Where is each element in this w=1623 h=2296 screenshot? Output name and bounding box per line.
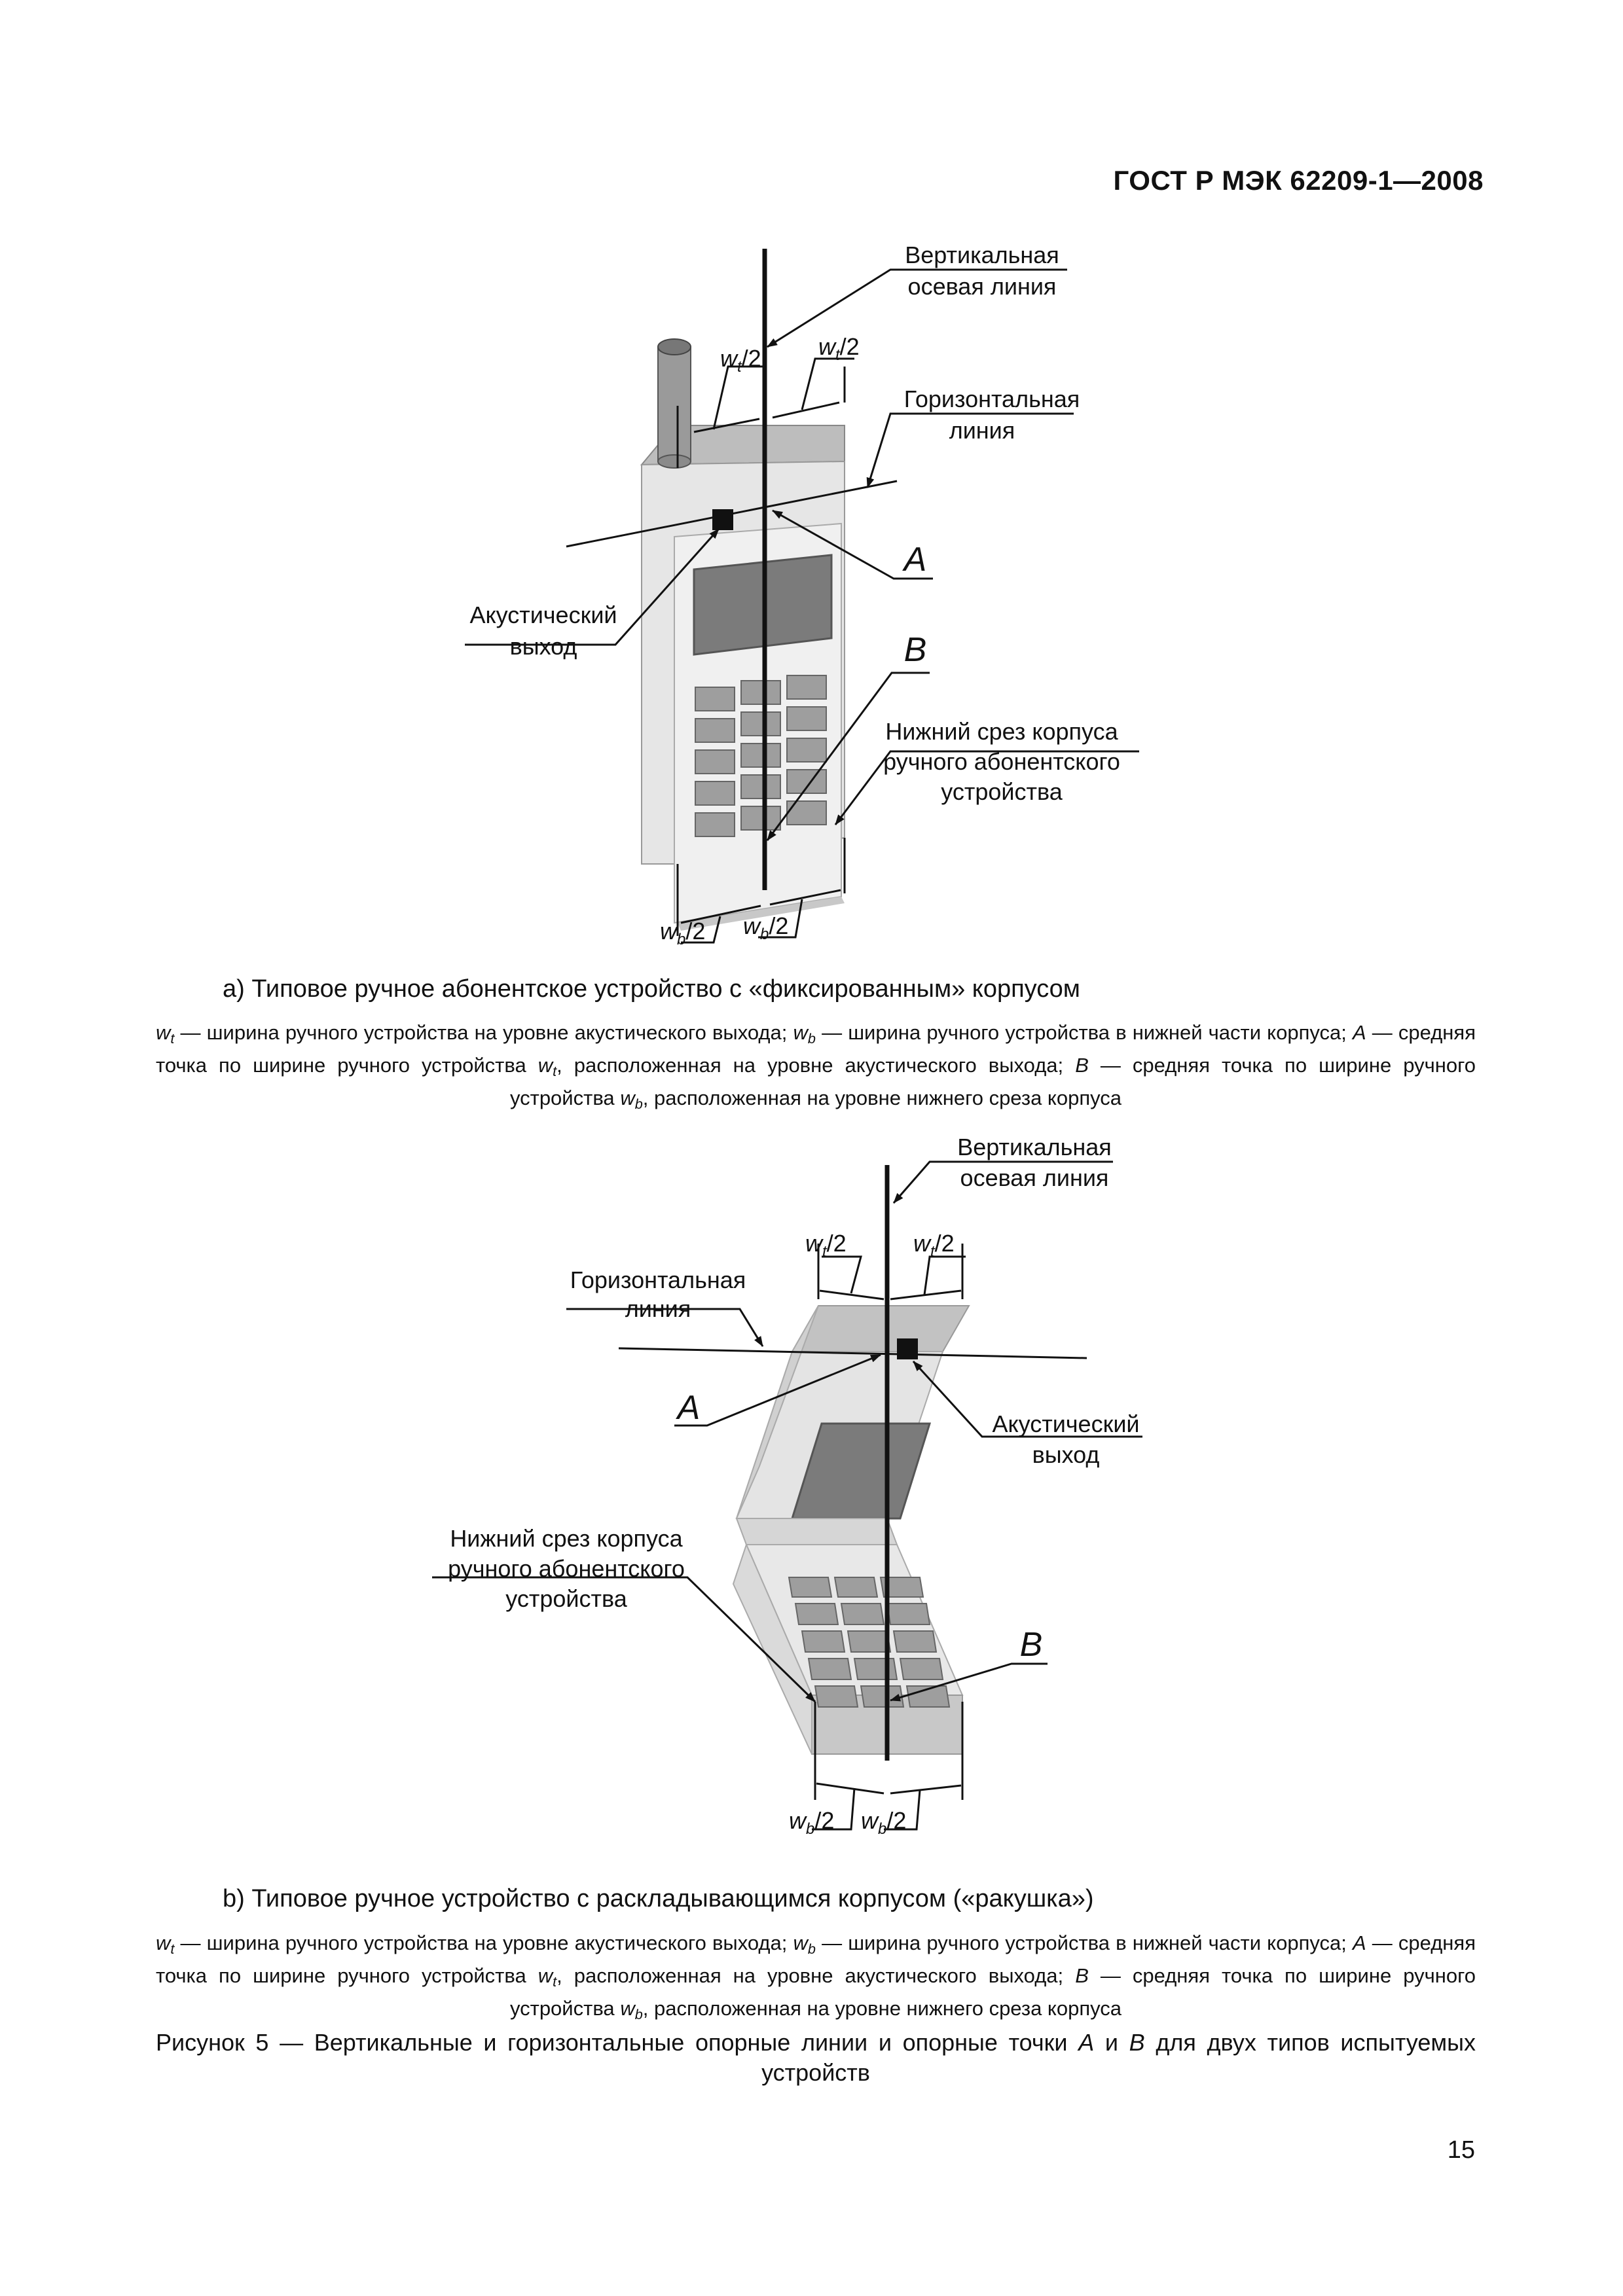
label-bottom-edge-1: Нижний срез корпуса (450, 1525, 683, 1552)
dim-wt2-right: wt/2 (818, 333, 860, 364)
antenna (657, 338, 691, 469)
label-bottom-edge-2: ручного абонентского (448, 1555, 685, 1582)
label-horizontal-line-2: линия (625, 1295, 691, 1322)
acoustic-output-marker (712, 509, 733, 530)
label-vertical-axis-2: осевая линия (960, 1164, 1109, 1191)
point-b-label: B (904, 631, 927, 669)
point-a-label: A (676, 1389, 701, 1427)
dimension-wb-bottom (812, 1702, 964, 1831)
document-header: ГОСТ Р МЭК 62209-1—2008 (1113, 165, 1484, 196)
label-vertical-axis-1: Вертикальная (905, 242, 1059, 268)
label-bottom-edge-3: устройства (505, 1585, 627, 1612)
label-horizontal-line-1: Горизонтальная (904, 386, 1080, 412)
flip-phone-lid (735, 1305, 970, 1520)
label-acoustic-output-1: Акустический (469, 601, 617, 628)
label-vertical-axis-1: Вертикальная (957, 1134, 1112, 1160)
label-horizontal-line-2: линия (949, 417, 1015, 444)
figure-b-diagram: Вертикальная осевая линия Горизонтальная… (0, 1126, 1623, 1846)
dim-wt2-left: wt/2 (805, 1230, 847, 1261)
dimension-wt-top (676, 357, 854, 468)
dim-wb2-right: wb/2 (861, 1807, 906, 1838)
figure-b-notes: wt — ширина ручного устройства на уровне… (156, 1931, 1476, 2022)
label-acoustic-output-2: выход (510, 633, 577, 660)
dimension-wt-top (817, 1244, 966, 1300)
point-a-label: A (902, 541, 927, 579)
point-b-label: B (1020, 1626, 1043, 1664)
figure-a-notes: wt — ширина ручного устройства на уровне… (156, 1021, 1476, 1112)
label-bottom-edge-3: устройства (941, 778, 1063, 805)
flip-keypad (788, 1577, 951, 1708)
figure-b-caption: b) Типовое ручное устройство с раскладыв… (223, 1885, 1094, 1912)
dim-wb2-right: wb/2 (743, 912, 788, 943)
page-number: 15 (1447, 2136, 1475, 2164)
label-bottom-edge-1: Нижний срез корпуса (885, 718, 1118, 745)
label-acoustic-output-2: выход (1032, 1441, 1100, 1468)
dim-wt2-left: wt/2 (720, 345, 761, 376)
acoustic-output-marker (897, 1338, 918, 1359)
figure-a-diagram: Вертикальная осевая линия Горизонтальная… (0, 236, 1623, 969)
keypad (695, 675, 827, 837)
figure-a-caption: a) Типовое ручное абонентское устройство… (223, 975, 1080, 1003)
label-vertical-axis-2: осевая линия (908, 273, 1057, 300)
label-acoustic-output-1: Акустический (992, 1410, 1139, 1437)
horizontal-line (618, 1347, 1087, 1359)
figure-caption: Рисунок 5 — Вертикальные и горизонтальны… (156, 2029, 1476, 2086)
label-horizontal-line-1: Горизонтальная (570, 1266, 746, 1293)
flip-screen (790, 1422, 932, 1520)
label-bottom-edge-2: ручного абонентского (883, 748, 1120, 775)
dimension-wb-bottom (676, 838, 846, 944)
dim-wb2-left: wb/2 (660, 918, 705, 948)
dim-wt2-right: wt/2 (913, 1230, 955, 1261)
dim-wb2-left: wb/2 (789, 1807, 834, 1838)
